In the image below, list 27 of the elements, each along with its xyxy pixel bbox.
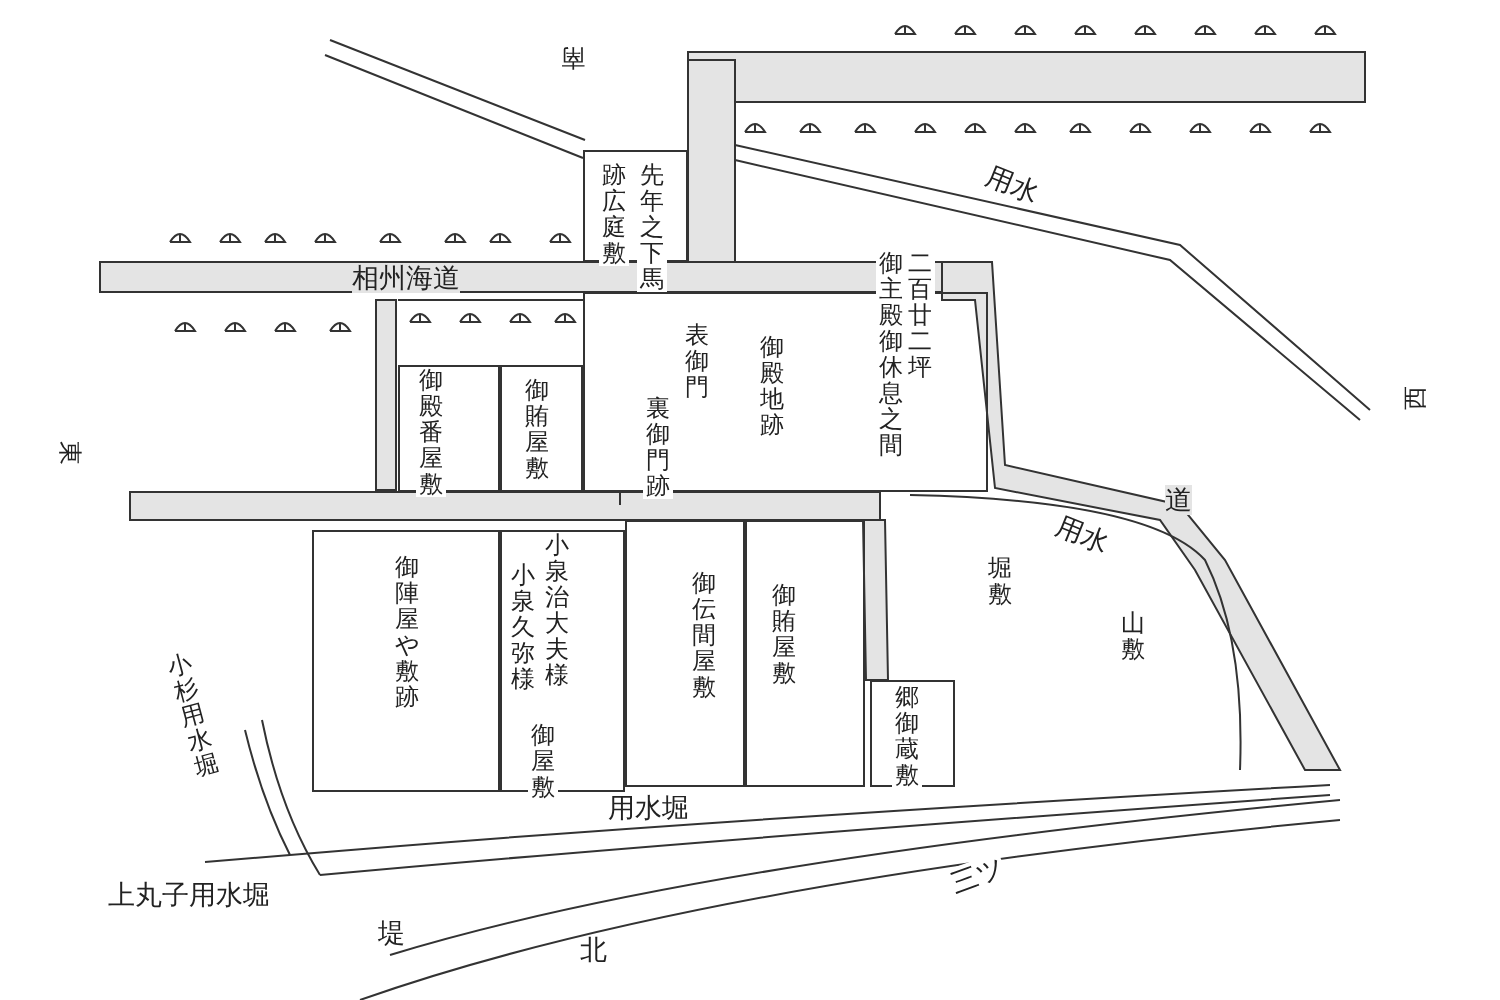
compass-label: 北 [580, 935, 607, 965]
road-label: 道 [1165, 485, 1192, 515]
area-label: 堀敷 [985, 555, 1015, 607]
road-label: 相州海道 [352, 263, 460, 293]
lot-outline [870, 680, 955, 787]
lot-name: 御陣屋や敷跡 [392, 554, 422, 710]
lot-name: 郷御蔵敷 [892, 684, 922, 788]
lot-outline [500, 365, 583, 492]
lot-name: 御賄屋敷 [769, 582, 799, 686]
lot-name: 御屋敷 [528, 722, 558, 800]
lot-name: 小泉久弥様 [508, 562, 538, 692]
embankment-label: 堤 [378, 918, 405, 948]
lot-outline [312, 530, 500, 792]
lot-name: 御殿地跡 [757, 334, 787, 438]
lot-name: 跡広庭敷 [599, 162, 629, 266]
lot-name: 先年之下馬 [637, 162, 667, 292]
lot-name: 御殿番屋敷 [416, 367, 446, 497]
area-label: 山敷 [1118, 610, 1148, 662]
lot-name: 御伝間屋敷 [689, 570, 719, 700]
waterway-label: 用水堀 [608, 793, 689, 823]
lot-name: 小泉治大夫様 [542, 532, 572, 688]
waterway-label: 上丸子用水堀 [108, 880, 270, 910]
gate-label: 裏御門跡 [643, 395, 673, 499]
lot-name: 御賄屋敷 [522, 377, 552, 481]
room-label: 御主殿御休息之間 [876, 250, 906, 458]
lot-outline [745, 520, 865, 787]
lot-outline [625, 520, 745, 787]
